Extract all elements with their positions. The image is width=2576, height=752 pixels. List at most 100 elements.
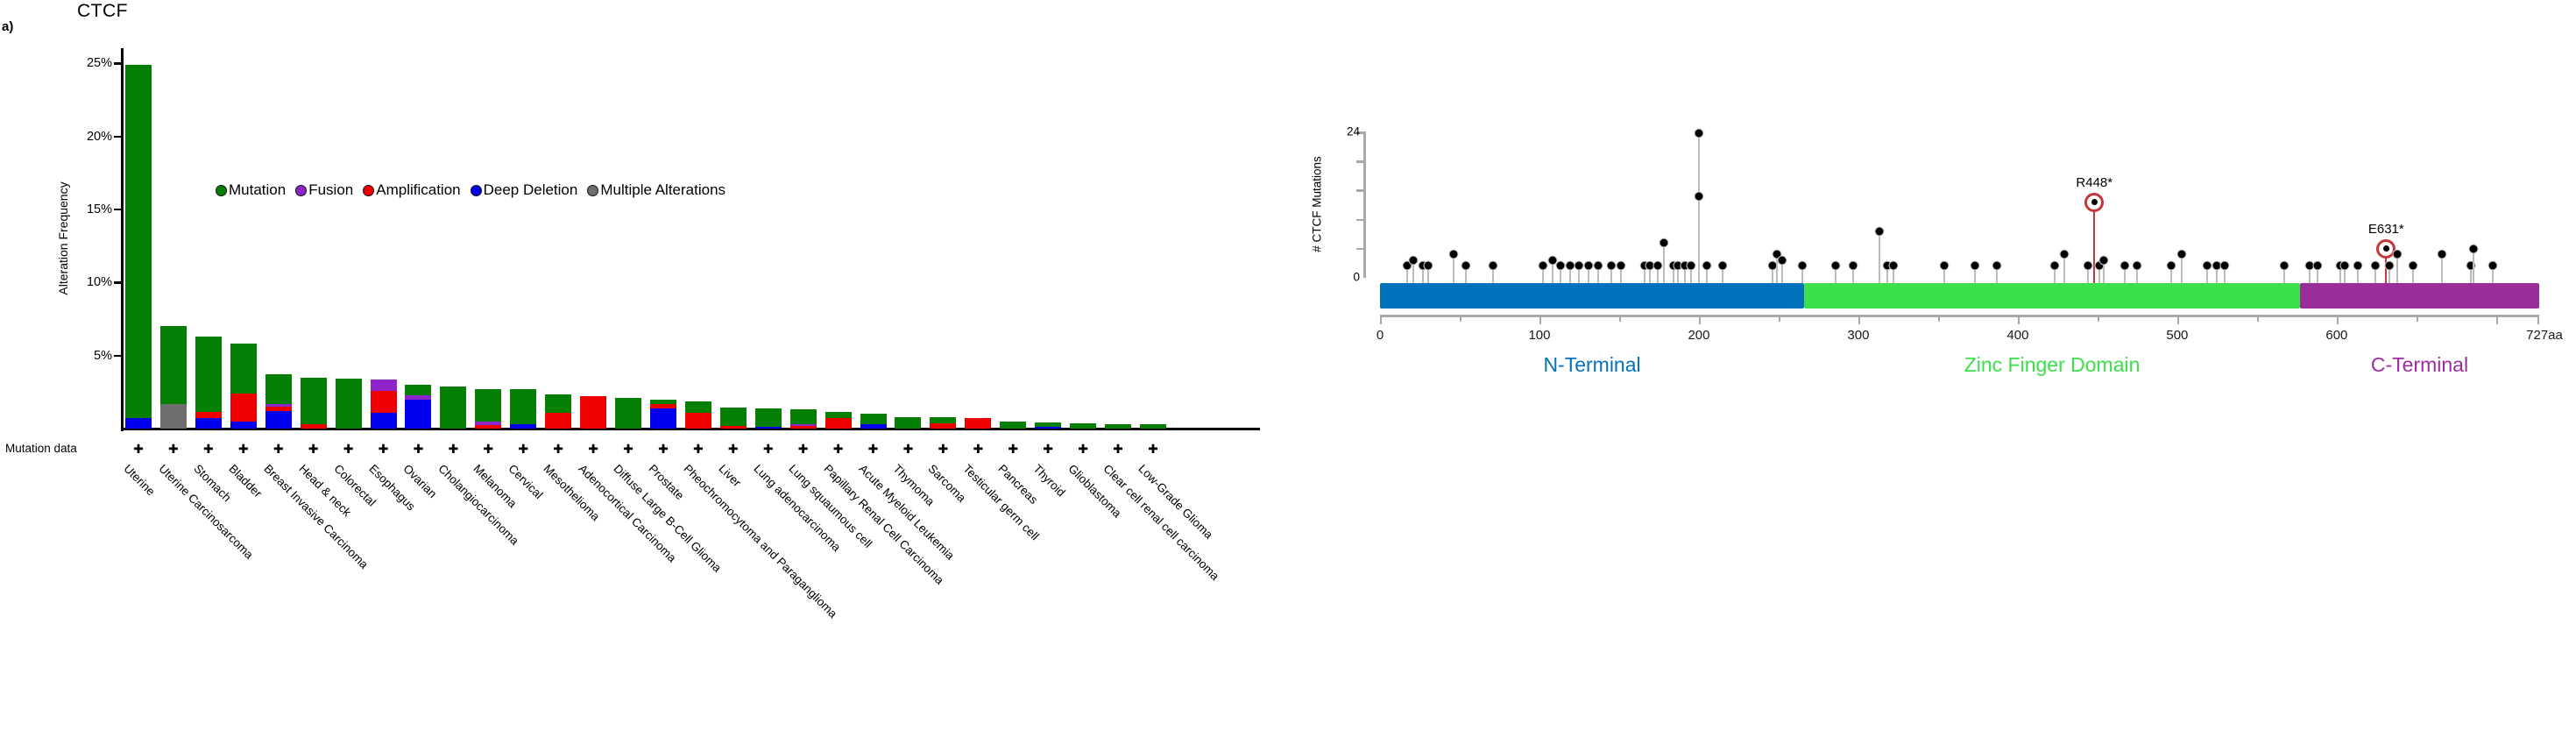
bar-segment-mutation[interactable] [754,408,782,428]
bar-segment-mutation[interactable] [300,377,327,424]
lollipop-dot[interactable] [1659,238,1669,248]
lollipop-dot[interactable] [1830,260,1841,271]
bar-segment-mutation[interactable] [789,409,817,424]
lollipop-dot[interactable] [1402,260,1412,271]
lollipop-dot[interactable] [2176,249,2187,259]
lollipop-dot[interactable] [2202,260,2212,271]
legend-item-amplification[interactable]: Amplification [363,181,461,199]
lollipop-dot[interactable] [2120,260,2130,271]
bar-segment-deep_deletion[interactable] [405,400,432,429]
bar-segment-multiple_alterations[interactable] [159,403,187,429]
lollipop-dot[interactable] [2466,260,2476,271]
lollipop-dot[interactable] [1593,260,1603,271]
lollipop-dot[interactable] [1565,260,1575,271]
lollipop-dot[interactable] [1547,255,1558,266]
legend-item-deep_deletion[interactable]: Deep Deletion [470,181,577,199]
lollipop-dot[interactable] [1686,260,1696,271]
lollipop-dot[interactable] [2059,249,2070,259]
bar-segment-mutation[interactable] [895,416,922,429]
bar-segment-mutation[interactable] [824,411,852,419]
lollipop-dot[interactable] [2488,260,2498,271]
bar-segment-mutation[interactable] [649,399,676,405]
bar-segment-mutation[interactable] [335,379,362,429]
bar-segment-mutation[interactable] [545,394,572,413]
lollipop-dot[interactable] [1574,260,1584,271]
lollipop-dot[interactable] [2219,260,2230,271]
bar-segment-fusion[interactable] [475,422,502,425]
bar-segment-amplification[interactable] [545,412,572,429]
bar-segment-amplification[interactable] [230,393,257,422]
bar-segment-deep_deletion[interactable] [125,418,152,429]
lollipop-dot[interactable] [2098,255,2109,266]
bar-segment-mutation[interactable] [930,416,957,424]
lollipop-dot[interactable] [1538,260,1548,271]
lollipop-dot[interactable] [1694,191,1704,202]
bar-segment-deep_deletion[interactable] [195,418,222,429]
lollipop-dot[interactable] [2468,244,2479,254]
lollipop-dot[interactable] [1583,260,1594,271]
lollipop-dot[interactable] [1488,260,1498,271]
lollipop-dot[interactable] [2384,260,2395,271]
lollipop-dot[interactable] [1423,260,1433,271]
bar-segment-mutation[interactable] [1000,422,1027,429]
bar-segment-amplification[interactable] [789,426,817,429]
bar-segment-amplification[interactable] [684,413,711,429]
bar-segment-deep_deletion[interactable] [754,427,782,429]
lollipop-dot[interactable] [2083,260,2093,271]
bar-segment-amplification[interactable] [649,404,676,408]
lollipop-dot[interactable] [1555,260,1566,271]
bar-segment-mutation[interactable] [440,387,467,429]
bar-segment-mutation[interactable] [230,344,257,394]
lollipop-dot[interactable] [2353,260,2363,271]
bar-segment-amplification[interactable] [475,424,502,429]
lollipop-dot[interactable] [1874,226,1885,237]
legend-item-fusion[interactable]: Fusion [295,181,353,199]
bar-segment-amplification[interactable] [370,390,397,414]
bar-segment-fusion[interactable] [789,423,817,427]
lollipop-dot[interactable] [2408,260,2418,271]
lollipop-dot[interactable] [2376,238,2396,259]
lollipop-dot[interactable] [2312,260,2323,271]
bar-segment-deep_deletion[interactable] [649,408,676,429]
bar-segment-deep_deletion[interactable] [1035,426,1062,429]
bar-segment-deep_deletion[interactable] [370,413,397,429]
lollipop-dot[interactable] [1616,260,1626,271]
domain-n-terminal[interactable] [1380,283,1805,309]
bar-segment-mutation[interactable] [1035,422,1062,427]
lollipop-dot[interactable] [1848,260,1858,271]
bar-segment-deep_deletion[interactable] [230,422,257,429]
legend-item-multiple_alterations[interactable]: Multiple Alterations [587,181,725,199]
bar-segment-amplification[interactable] [930,423,957,429]
lollipop-dot[interactable] [1888,260,1899,271]
lollipop-dot[interactable] [1797,260,1808,271]
bar-segment-mutation[interactable] [159,326,187,404]
bar-segment-fusion[interactable] [370,380,397,391]
lollipop-dot[interactable] [2084,192,2105,212]
bar-segment-mutation[interactable] [265,374,292,404]
bar-segment-fusion[interactable] [265,403,292,407]
lollipop-dot[interactable] [1448,249,1459,259]
lollipop-dot[interactable] [1777,255,1787,266]
lollipop-dot[interactable] [2370,260,2381,271]
bar-segment-mutation[interactable] [1139,424,1166,429]
bar-segment-fusion[interactable] [405,394,432,401]
bar-segment-mutation[interactable] [475,388,502,422]
bar-segment-mutation[interactable] [860,414,887,424]
bar-segment-mutation[interactable] [684,401,711,414]
bar-segment-mutation[interactable] [195,336,222,412]
lollipop-dot[interactable] [1939,260,1950,271]
legend-item-mutation[interactable]: Mutation [216,181,286,199]
bar-segment-amplification[interactable] [719,426,747,429]
bar-segment-amplification[interactable] [965,418,992,429]
lollipop-dot[interactable] [2392,249,2403,259]
lollipop-dot[interactable] [1652,260,1663,271]
domain-zinc-finger-domain[interactable] [1804,283,2301,309]
lollipop-dot[interactable] [2166,260,2176,271]
bar-segment-mutation[interactable] [405,384,432,395]
lollipop-dot[interactable] [1408,255,1419,266]
bar-segment-deep_deletion[interactable] [860,423,887,429]
bar-segment-amplification[interactable] [580,396,607,429]
lollipop-dot[interactable] [2279,260,2289,271]
bar-segment-mutation[interactable] [1070,423,1097,429]
lollipop-dot[interactable] [2437,249,2447,259]
